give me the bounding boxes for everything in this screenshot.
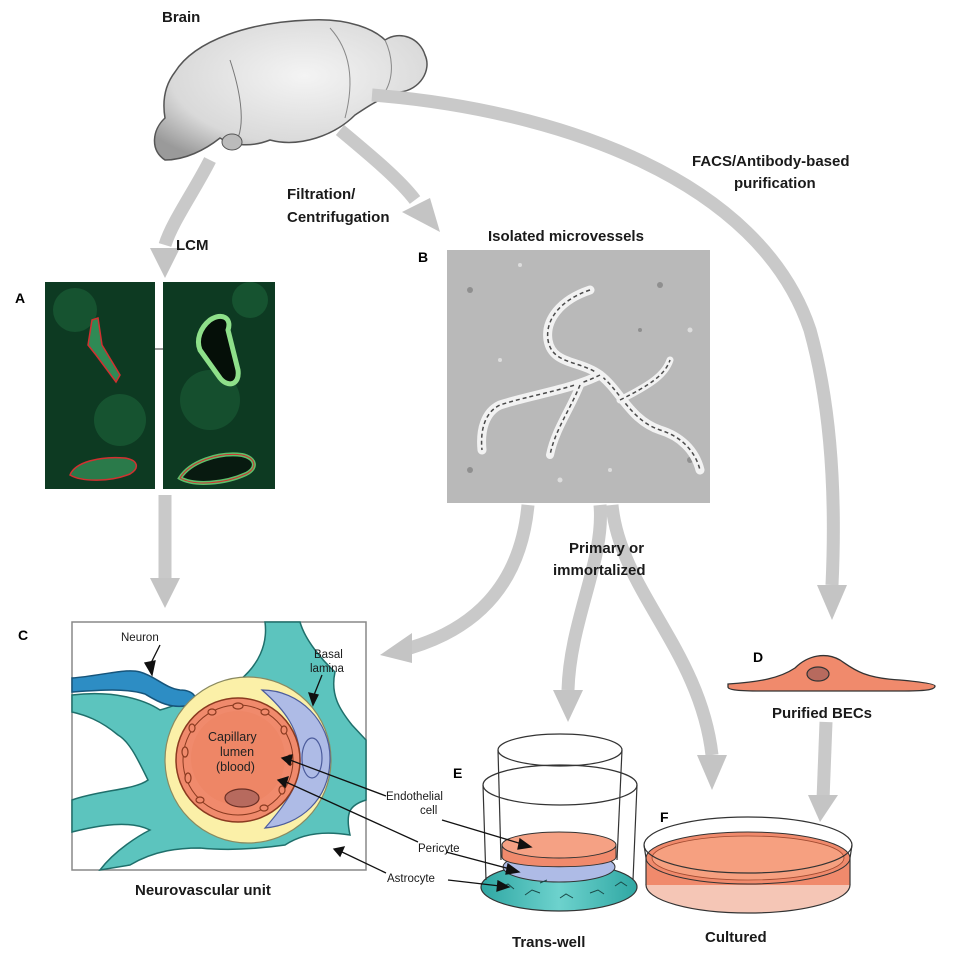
panel-d-label: D bbox=[753, 649, 763, 665]
arrow-becs-to-culture bbox=[816, 721, 833, 801]
panel-f-label: F bbox=[660, 809, 669, 825]
nvu-label: Neurovascular unit bbox=[135, 882, 271, 899]
lcm-images bbox=[45, 282, 275, 489]
astrocyte-label: Astrocyte bbox=[387, 873, 435, 885]
arrowhead-microvessels bbox=[402, 198, 440, 232]
nvu-illustration bbox=[71, 621, 367, 872]
transwell-pointers bbox=[441, 819, 533, 892]
arrowhead-nvu-from-microvessels bbox=[380, 633, 412, 663]
panel-a-label: A bbox=[15, 290, 25, 306]
panel-c-label: C bbox=[18, 627, 28, 643]
arrowhead-facs bbox=[817, 585, 847, 620]
primary-label-line2: immortalized bbox=[553, 562, 646, 579]
arrow-microvessels-to-culture bbox=[605, 504, 719, 756]
pericyte-shape bbox=[260, 689, 331, 829]
panel-e-label: E bbox=[453, 765, 462, 781]
lumen-label-line3: (blood) bbox=[216, 760, 255, 774]
culture-dish bbox=[643, 816, 853, 914]
arrow-brain-to-lcm bbox=[158, 157, 216, 248]
lumen-label-line1: Capillary bbox=[208, 730, 257, 744]
cultured-label: Cultured bbox=[705, 929, 767, 946]
flow-arrows bbox=[122, 88, 847, 822]
nvu-pointers bbox=[143, 644, 419, 874]
brain-illustration bbox=[153, 19, 428, 161]
transwell-label: Trans-well bbox=[512, 934, 585, 951]
endothelial-nucleus bbox=[224, 788, 260, 808]
endothelial-label-line1: Endothelial bbox=[386, 791, 443, 803]
microvessel-micrograph bbox=[447, 250, 710, 503]
pericyte-label: Pericyte bbox=[418, 843, 460, 855]
purified-bec-cell bbox=[727, 654, 936, 692]
neuron-label: Neuron bbox=[121, 632, 159, 644]
facs-label-line1: FACS/Antibody-based bbox=[692, 153, 850, 170]
purified-label: Purified BECs bbox=[772, 705, 872, 722]
brain-label: Brain bbox=[162, 9, 200, 26]
arrow-microvessels-to-transwell bbox=[561, 504, 607, 691]
arrowhead-culture bbox=[697, 755, 727, 790]
primary-label-line1: Primary or bbox=[569, 540, 644, 557]
arrowhead-transwell bbox=[553, 690, 583, 722]
filtration-label-line2: Centrifugation bbox=[287, 209, 390, 226]
isolated-label: Isolated microvessels bbox=[488, 228, 644, 245]
arrow-microvessels-to-nvu bbox=[408, 504, 535, 655]
arrow-brain-to-microvessels bbox=[335, 125, 421, 204]
lcm-label: LCM bbox=[176, 237, 209, 254]
facs-label-line2: purification bbox=[734, 175, 816, 192]
arrowhead-culture-from-becs bbox=[808, 795, 838, 822]
basal-lamina-label-line2: lamina bbox=[310, 663, 344, 675]
arrowhead-lcm bbox=[150, 248, 180, 278]
filtration-label-line1: Filtration/ bbox=[287, 186, 356, 203]
lumen-label-line2: lumen bbox=[220, 745, 254, 759]
basal-lamina-label-line1: Basal bbox=[314, 649, 343, 661]
arrow-brain-to-facs bbox=[371, 88, 840, 586]
transwell-illustration bbox=[480, 733, 638, 912]
arrowhead-nvu-from-lcm bbox=[150, 578, 180, 608]
capillary-lumen bbox=[191, 711, 285, 805]
endothelial-label-line2: cell bbox=[420, 805, 437, 817]
panel-b-label: B bbox=[418, 249, 428, 265]
